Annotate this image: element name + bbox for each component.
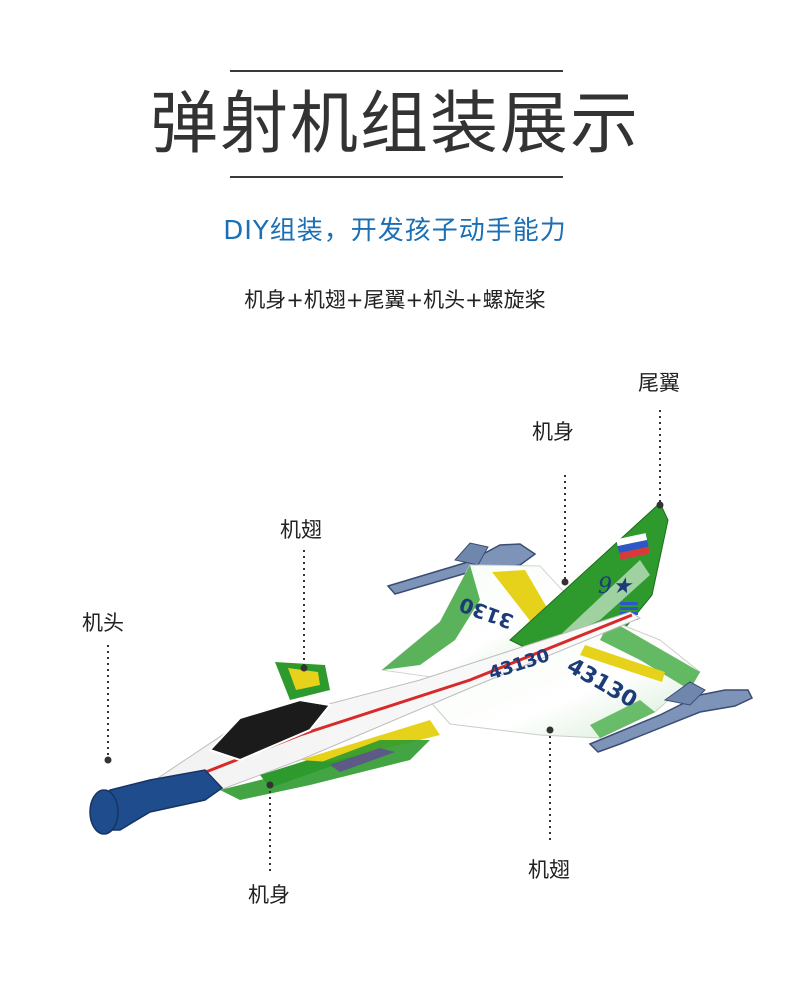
cockpit (208, 662, 332, 762)
front-wing-yellow-stripe (580, 645, 665, 682)
callout-body-bottom-label: 机身 (248, 883, 290, 907)
title-bottom-rule (230, 176, 563, 178)
tail-emblem: 9★ (598, 574, 633, 599)
lower-missile (588, 681, 754, 753)
parts-formula: 机身+机翅+尾翼+机头+螺旋桨 (244, 288, 546, 312)
page-title: 弹射机组装展示 (149, 85, 640, 164)
belly-purple-accent (330, 748, 395, 772)
front-wing-green-rear (590, 700, 655, 738)
callout-head-label: 机头 (82, 611, 124, 635)
front-wing-green-tip (600, 620, 700, 690)
page-subtitle: DIY组装，开发孩子动手能力 (223, 216, 567, 246)
upper-wing-green-edge (382, 565, 480, 670)
callout-wing-bottom-label: 机翅 (528, 858, 570, 882)
callout-wing-left-label: 机翅 (280, 518, 322, 542)
callout-leaders (107, 410, 661, 872)
callout-tail-label: 尾翼 (638, 371, 680, 395)
callout-body-top-label: 机身 (532, 420, 574, 444)
flag-icon (616, 533, 650, 560)
upper-missile (386, 542, 537, 595)
nose (89, 769, 224, 835)
title-top-rule (230, 70, 563, 72)
callout-endpoints (104, 501, 664, 789)
